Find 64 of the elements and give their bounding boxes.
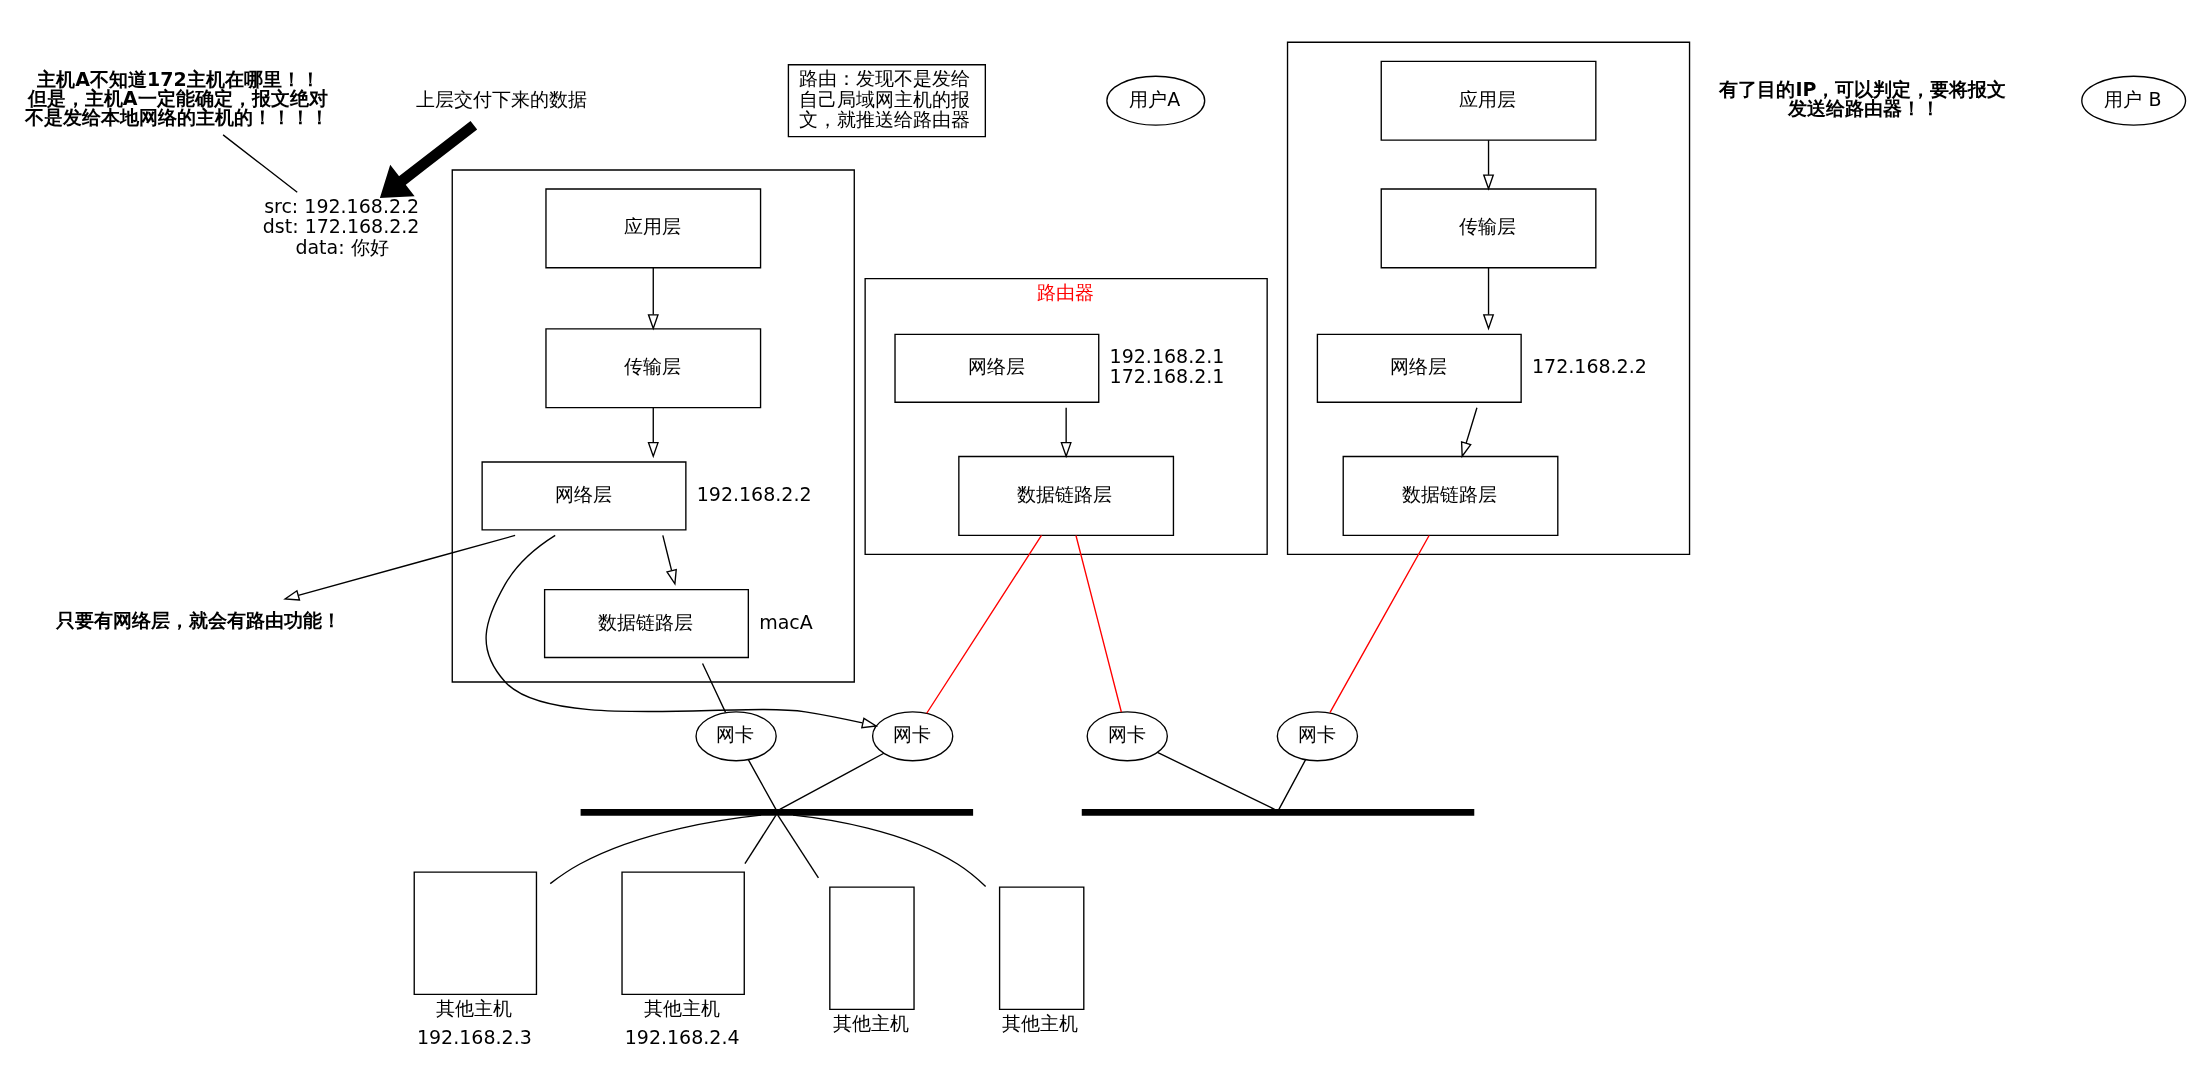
connector: [792, 813, 987, 887]
node-ellipse: 网卡: [695, 710, 777, 761]
node-box: [998, 885, 1085, 1010]
connector: [926, 534, 1043, 714]
node-box: 传输层: [1380, 187, 1597, 268]
connector: [549, 813, 762, 884]
node-text: src: 192.168.2.2 dst: 172.168.2.2 data: 你好: [262, 194, 420, 258]
connector: [747, 758, 777, 810]
node-bar: [1081, 808, 1475, 816]
node-label: 172.168.2.1: [1109, 364, 1225, 387]
node-box: 网络层: [1316, 333, 1522, 403]
node-box: [829, 885, 915, 1010]
node-label: 其他主机: [435, 996, 512, 1019]
cluster: [451, 168, 855, 683]
node-label: 192.168.2.1: [1109, 344, 1225, 367]
node-box: 数据链路层: [958, 455, 1175, 536]
node-label: 其他主机: [832, 1011, 909, 1034]
node-box: 路由：发现不是发给自己局域网主机的报文，就推送给路由器: [787, 63, 986, 137]
arrow: [1460, 406, 1478, 458]
arrow: [1060, 406, 1072, 458]
node-box: 网络层: [481, 460, 687, 531]
node-label: 192.168.2.4: [624, 1025, 740, 1048]
node-box: 数据链路层: [1342, 455, 1559, 536]
node-text: 只要有网络层，就会有路由功能！: [55, 608, 341, 631]
connector: [779, 752, 885, 810]
node-box: 应用层: [1380, 60, 1597, 141]
node-box: [621, 870, 745, 995]
arrow: [485, 534, 879, 728]
node-label: macA: [759, 610, 813, 633]
node-ellipse: 用户A: [1106, 75, 1206, 126]
arrow: [647, 406, 659, 458]
connector: [1329, 534, 1430, 713]
arrow: [1482, 139, 1495, 191]
node-ellipse: 用户 B: [2081, 75, 2187, 126]
node-text: 上层交付下来的数据: [416, 87, 588, 110]
node-ellipse: 网卡: [1086, 710, 1168, 761]
node-box: 应用层: [545, 187, 762, 268]
node-label: 172.168.2.2: [1532, 354, 1647, 377]
connector: [1278, 758, 1307, 810]
node-bar: [580, 808, 974, 816]
node-box: [413, 870, 538, 995]
connector: [701, 662, 727, 713]
arrow: [283, 534, 516, 601]
arrow: [647, 266, 659, 330]
cluster: [1286, 41, 1691, 555]
node-label: 192.168.2.3: [416, 1025, 532, 1048]
node-ellipse: 网卡: [1276, 710, 1359, 761]
node-label: 其他主机: [1002, 1011, 1079, 1034]
connector: [1156, 751, 1276, 810]
node-label: 192.168.2.2: [696, 482, 812, 505]
connector: [222, 133, 298, 193]
node-text: 有了目的IP，可以判定，要将报文发送给路由器！！: [1719, 77, 2007, 119]
node-ellipse: 网卡: [871, 710, 954, 761]
node-box: 数据链路层: [543, 588, 749, 658]
arrow: [662, 534, 677, 586]
connector: [777, 814, 820, 879]
node-label: 其他主机: [643, 996, 720, 1019]
node-box: 网络层: [894, 333, 1100, 403]
arrow: [1482, 266, 1495, 330]
arrow: [379, 120, 478, 198]
connector: [1075, 534, 1123, 713]
node-text: 主机A不知道172主机在哪里！！但是，主机A一定能确定，报文绝对不是发给本地网络的主机的！！！！: [25, 67, 330, 128]
node-box: 传输层: [545, 327, 762, 408]
connector: [744, 814, 777, 864]
